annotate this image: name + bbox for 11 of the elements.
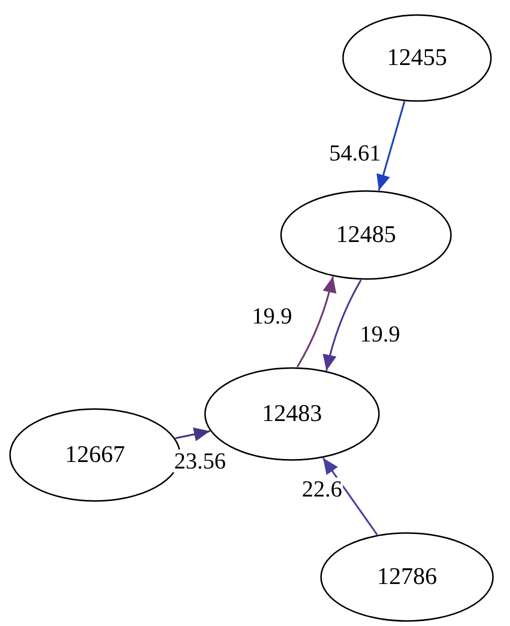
node-label: 12485 bbox=[336, 222, 396, 248]
arrow bbox=[376, 101, 406, 191]
node-label: 12483 bbox=[262, 400, 322, 428]
node-label: 12455 bbox=[387, 44, 447, 72]
arrow bbox=[322, 279, 362, 371]
arrow bbox=[175, 427, 210, 442]
node-label: 12667 bbox=[65, 442, 125, 468]
edge-label: 23.56 bbox=[173, 450, 227, 472]
node-label: 12786 bbox=[377, 564, 437, 590]
arrow bbox=[296, 276, 336, 368]
arrow bbox=[322, 457, 378, 536]
